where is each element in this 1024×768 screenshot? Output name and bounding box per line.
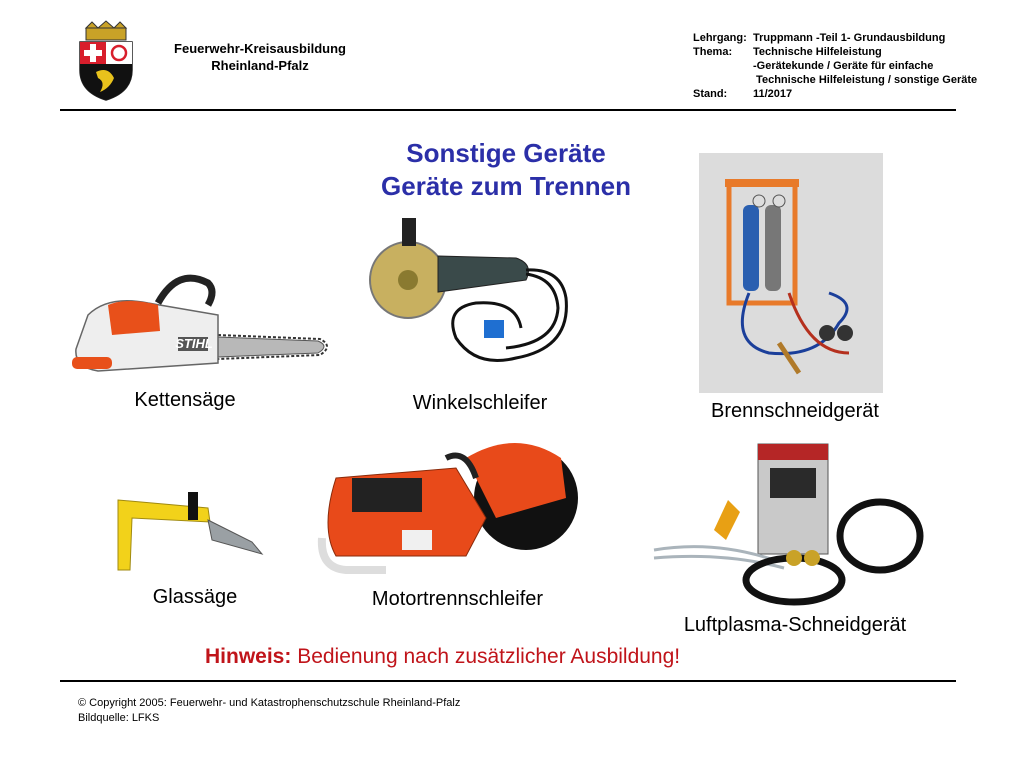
footer-divider bbox=[60, 680, 956, 682]
label-luftplasma-schneidgeraet: Luftplasma-Schneidgerät bbox=[683, 614, 907, 636]
glass-saw-image bbox=[117, 492, 264, 571]
plasma-cutter-image bbox=[653, 443, 924, 606]
label-kettensaege: Kettensäge bbox=[134, 389, 236, 411]
chainsaw-image: STIHL bbox=[72, 274, 328, 372]
safety-hint: Hinweis: Bedienung nach zusätzlicher Aus… bbox=[205, 645, 681, 668]
cutting-torch-image bbox=[699, 153, 883, 393]
angle-grinder-image bbox=[369, 218, 568, 362]
footer: © Copyright 2005: Feuerwehr- und Katastr… bbox=[78, 697, 461, 724]
organization-name: Feuerwehr-Kreisausbildung Rheinland-Pfal… bbox=[174, 41, 346, 73]
course-meta: Lehrgang:Truppmann -Teil 1- Grundausbild… bbox=[693, 32, 978, 100]
label-glassaege: Glassäge bbox=[152, 586, 238, 608]
cut-off-saw-image bbox=[317, 443, 578, 574]
label-motortrennschleifer: Motortrennschleifer bbox=[371, 588, 544, 610]
header-divider bbox=[60, 109, 956, 111]
page-title: Sonstige Geräte Geräte zum Trennen bbox=[381, 138, 631, 201]
stihl-brand-text: STIHL bbox=[175, 336, 213, 351]
label-winkelschleifer: Winkelschleifer bbox=[412, 392, 548, 414]
coat-of-arms-logo bbox=[79, 20, 133, 101]
label-brennschneidgeraet: Brennschneidgerät bbox=[711, 400, 879, 422]
